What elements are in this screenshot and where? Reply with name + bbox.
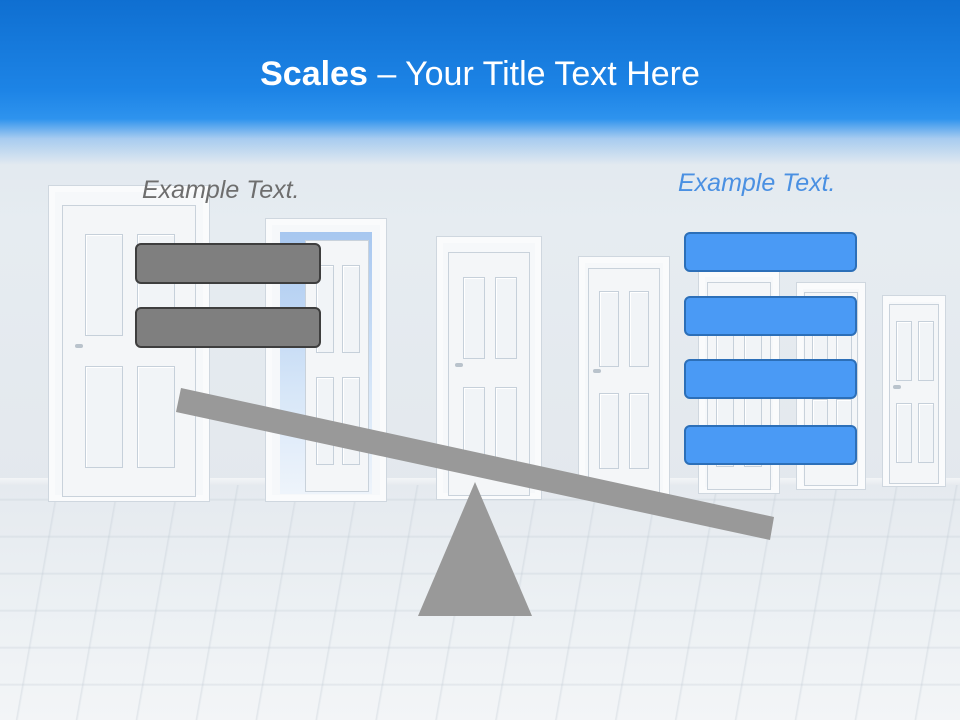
title-bar [0,0,960,165]
right-example-text: Example Text. [678,169,836,197]
left-example-text: Example Text. [142,176,300,204]
slide-title-rest: – Your Title Text Here [367,55,700,93]
background-door-leaf [588,268,660,494]
right-box-3 [684,359,857,399]
scale-beam [176,388,774,540]
right-box-2 [684,296,857,336]
scale-fulcrum [418,482,532,616]
right-box-4 [684,425,857,465]
left-box-1 [135,243,321,284]
slide-title-bold: Scales [260,55,368,93]
right-box-1 [684,232,857,272]
left-box-2 [135,307,321,348]
slide-title: Scales – Your Title Text Here [0,52,960,96]
background-door-leaf [889,304,939,484]
